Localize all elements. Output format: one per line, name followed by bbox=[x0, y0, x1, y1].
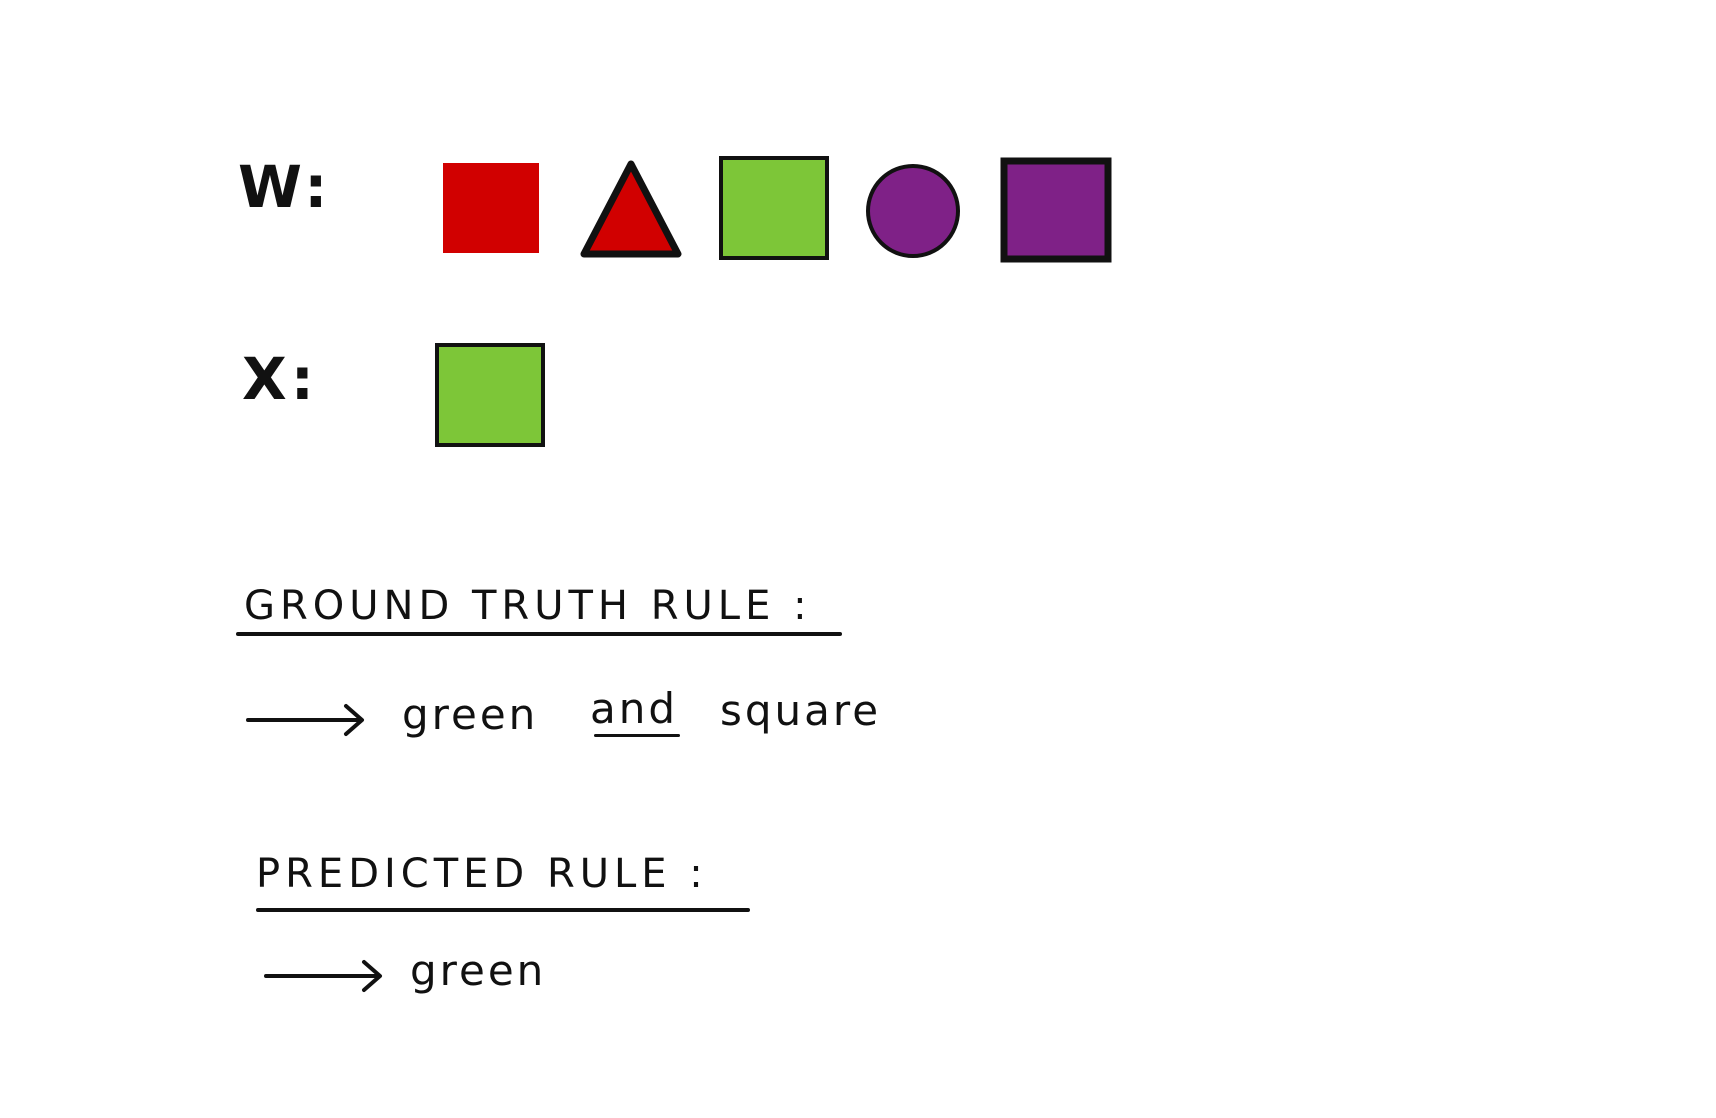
ground-truth-heading: GROUND TRUTH RULE : bbox=[244, 583, 812, 629]
w-label: W: bbox=[238, 153, 332, 221]
w-green-square bbox=[718, 155, 830, 261]
predicted-heading: PREDICTED RULE : bbox=[256, 851, 708, 897]
w-red-triangle bbox=[578, 158, 684, 260]
w-purple-circle bbox=[864, 162, 962, 260]
predicted-arrow-icon bbox=[264, 956, 384, 996]
x-label: X: bbox=[242, 345, 318, 413]
ground-truth-connector: and bbox=[590, 684, 679, 733]
predicted-word-green: green bbox=[410, 946, 547, 995]
ground-truth-word-green: green bbox=[402, 690, 539, 739]
connector-underline bbox=[594, 734, 680, 737]
w-purple-square bbox=[1000, 157, 1112, 263]
ground-truth-arrow-icon bbox=[246, 700, 366, 740]
x-green-square bbox=[434, 342, 546, 448]
w-red-square bbox=[440, 160, 542, 256]
ground-truth-word-square: square bbox=[720, 686, 882, 735]
predicted-underline bbox=[256, 908, 750, 912]
ground-truth-underline bbox=[236, 632, 842, 636]
